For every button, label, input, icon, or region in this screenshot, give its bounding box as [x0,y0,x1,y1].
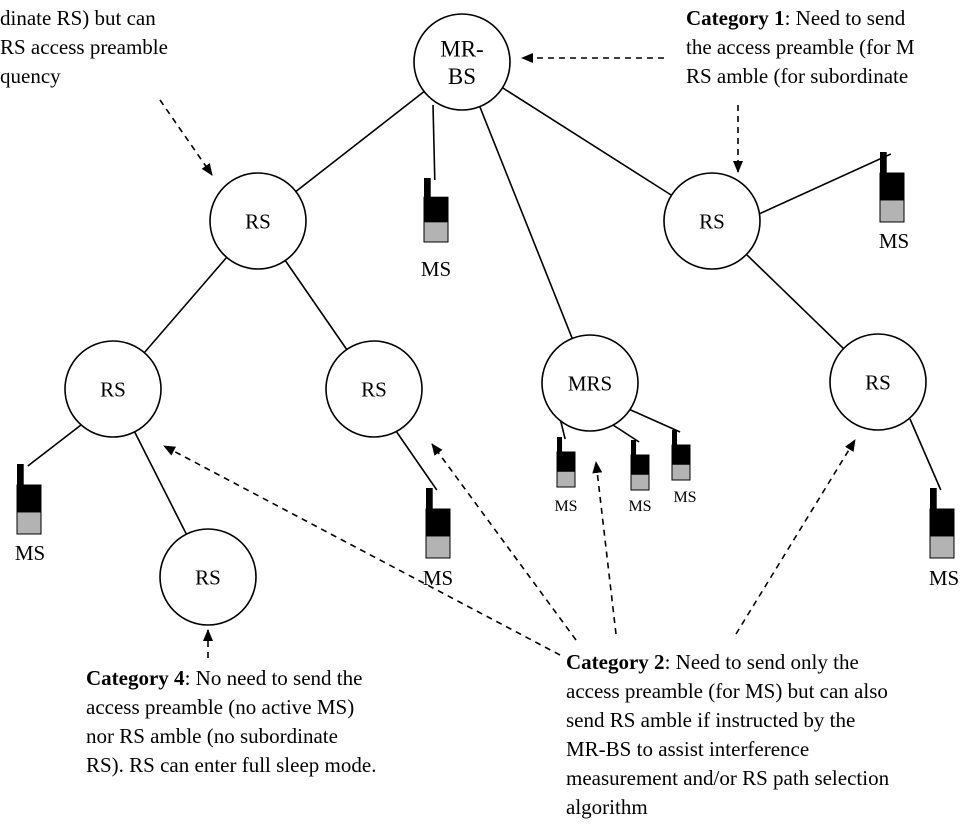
arrow-cat2-to-mrs [592,461,617,635]
category-2-line: algorithm [566,795,648,819]
category-4-line: : No need to send the [184,666,363,690]
category-3-line: dinate RS) but can [0,6,156,30]
node-mrbs: MR- BS [413,13,511,111]
link-ms-rr [909,418,942,491]
category-4-line: access preamble (no active MS) [86,695,355,719]
node-circle [159,528,257,626]
node-circle [541,334,639,432]
node-label: RS [195,565,221,589]
category-3-line: quency [0,64,61,88]
ms-label: MS [929,566,959,590]
link-mrbs-rs_right [502,87,672,196]
category-1-title: Category 1 [686,6,785,30]
node-rs-bottom: RS [159,528,257,626]
category-1-line: : Need to send [784,6,906,30]
link-ms-under-mrbs [432,104,436,181]
link-rs_ll-rs_bottom [133,431,188,535]
arrow-cat2-to-rs-ll [163,445,561,656]
ms-label: MS [15,541,45,565]
arrow-cat3-to-rs-left [159,99,213,176]
ms-label: MS [879,229,909,253]
link-ms-mrs-3 [623,406,681,433]
category-2-line: send RS amble if instructed by the [566,708,856,732]
mobile-station-icon: MS [15,464,45,565]
category-1-line: RS amble (for subordinate [686,64,909,88]
node-label: RS [361,377,387,401]
ms-label: MS [421,257,451,281]
link-ms-lr [395,430,438,491]
category-1-line: the access preamble (for M [686,35,915,59]
ms-label: MS [554,498,577,515]
link-rs_left-rs_ll [143,256,228,354]
node-rs-rr: RS [829,333,927,431]
node-circle [64,340,162,438]
category-2-line: MR-BS to assist interference [566,737,810,761]
arrow-cat2-to-rs-lr [431,443,577,641]
category-3-line: RS access preamble [0,35,168,59]
category-3-caption: dinate RS) but can RS access preamble qu… [0,4,168,91]
category-4-line: RS). RS can enter full sleep mode. [86,753,377,777]
mobile-station-icon: MS [421,178,451,281]
node-label: RS [865,370,891,394]
link-ms-mrs-2 [612,424,640,443]
node-label: MR- [440,36,483,61]
arrow-cat2-to-rs-rr [735,439,856,635]
node-label: RS [100,377,126,401]
node-label: BS [448,64,476,89]
node-rs-ll: RS [64,340,162,438]
category-4-title: Category 4 [86,666,185,690]
node-circle [209,172,307,270]
node-rs-right: RS [663,172,761,270]
node-circle [829,333,927,431]
node-label: MRS [568,371,612,395]
link-mrbs-rs_left [295,90,425,193]
mobile-station-icon: MS [929,488,959,590]
mobile-station-icon: MS [879,152,909,253]
link-ms-ll [27,424,82,467]
ms-label: MS [628,498,651,515]
ms-label: MS [673,489,696,506]
mobile-station-icon: MS [671,430,697,506]
node-rs-left: RS [209,172,307,270]
category-1-caption: Category 1: Need to send the access prea… [686,4,915,91]
category-2-title: Category 2 [566,650,665,674]
node-circle [663,172,761,270]
category-2-caption: Category 2: Need to send only the access… [566,648,889,822]
link-rs_right-rs_rr [745,253,845,350]
category-2-line: access preamble (for MS) but can also [566,679,888,703]
category-2-line: : Need to send only the [664,650,859,674]
node-circle [413,13,511,111]
link-rs_left-rs_lr [284,260,348,350]
node-label: RS [245,209,271,233]
node-mrs: MRS [541,334,639,432]
category-4-caption: Category 4: No need to send the access p… [86,664,376,780]
category-4-line: nor RS amble (no subordinate [86,724,338,748]
node-circle [325,340,423,438]
mobile-station-icon: MS [554,437,578,515]
node-label: RS [699,209,725,233]
link-ms-right-rs [758,153,892,215]
mobile-station-icon: MS [628,440,652,515]
node-rs-lr: RS [325,340,423,438]
category-2-line: measurement and/or RS path selection [566,766,890,790]
ms-label: MS [423,566,453,590]
link-mrbs-mrs [479,106,573,339]
mobile-station-icon: MS [423,488,453,590]
